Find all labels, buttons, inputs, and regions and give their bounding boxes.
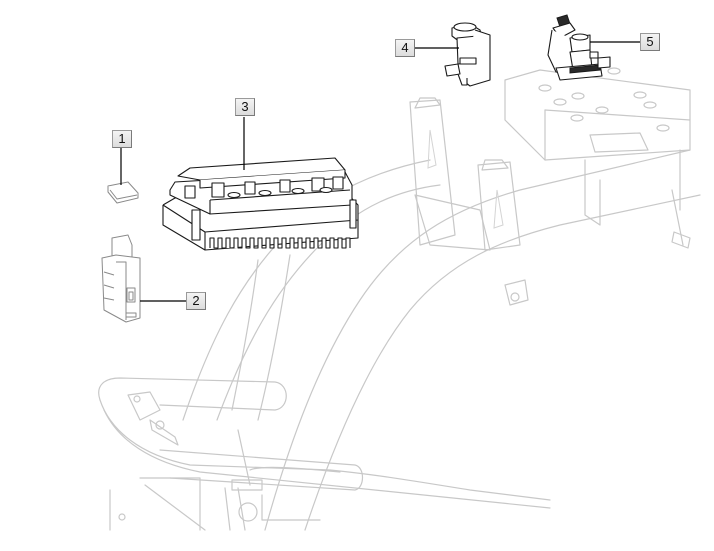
vehicle-frame [98,67,701,531]
part-5-solenoid[interactable] [547,14,611,81]
callout-1[interactable]: 1 [112,130,132,148]
callout-5[interactable]: 5 [640,33,660,51]
part-4-key-switch[interactable] [444,22,491,87]
callout-3[interactable]: 3 [235,98,255,116]
leader-lines [120,41,640,302]
callout-2[interactable]: 2 [186,292,206,310]
part-2-breaker[interactable] [101,234,141,323]
callout-4[interactable]: 4 [395,39,415,57]
part-1-cap[interactable] [107,181,139,204]
part-3-controller[interactable] [162,157,359,251]
